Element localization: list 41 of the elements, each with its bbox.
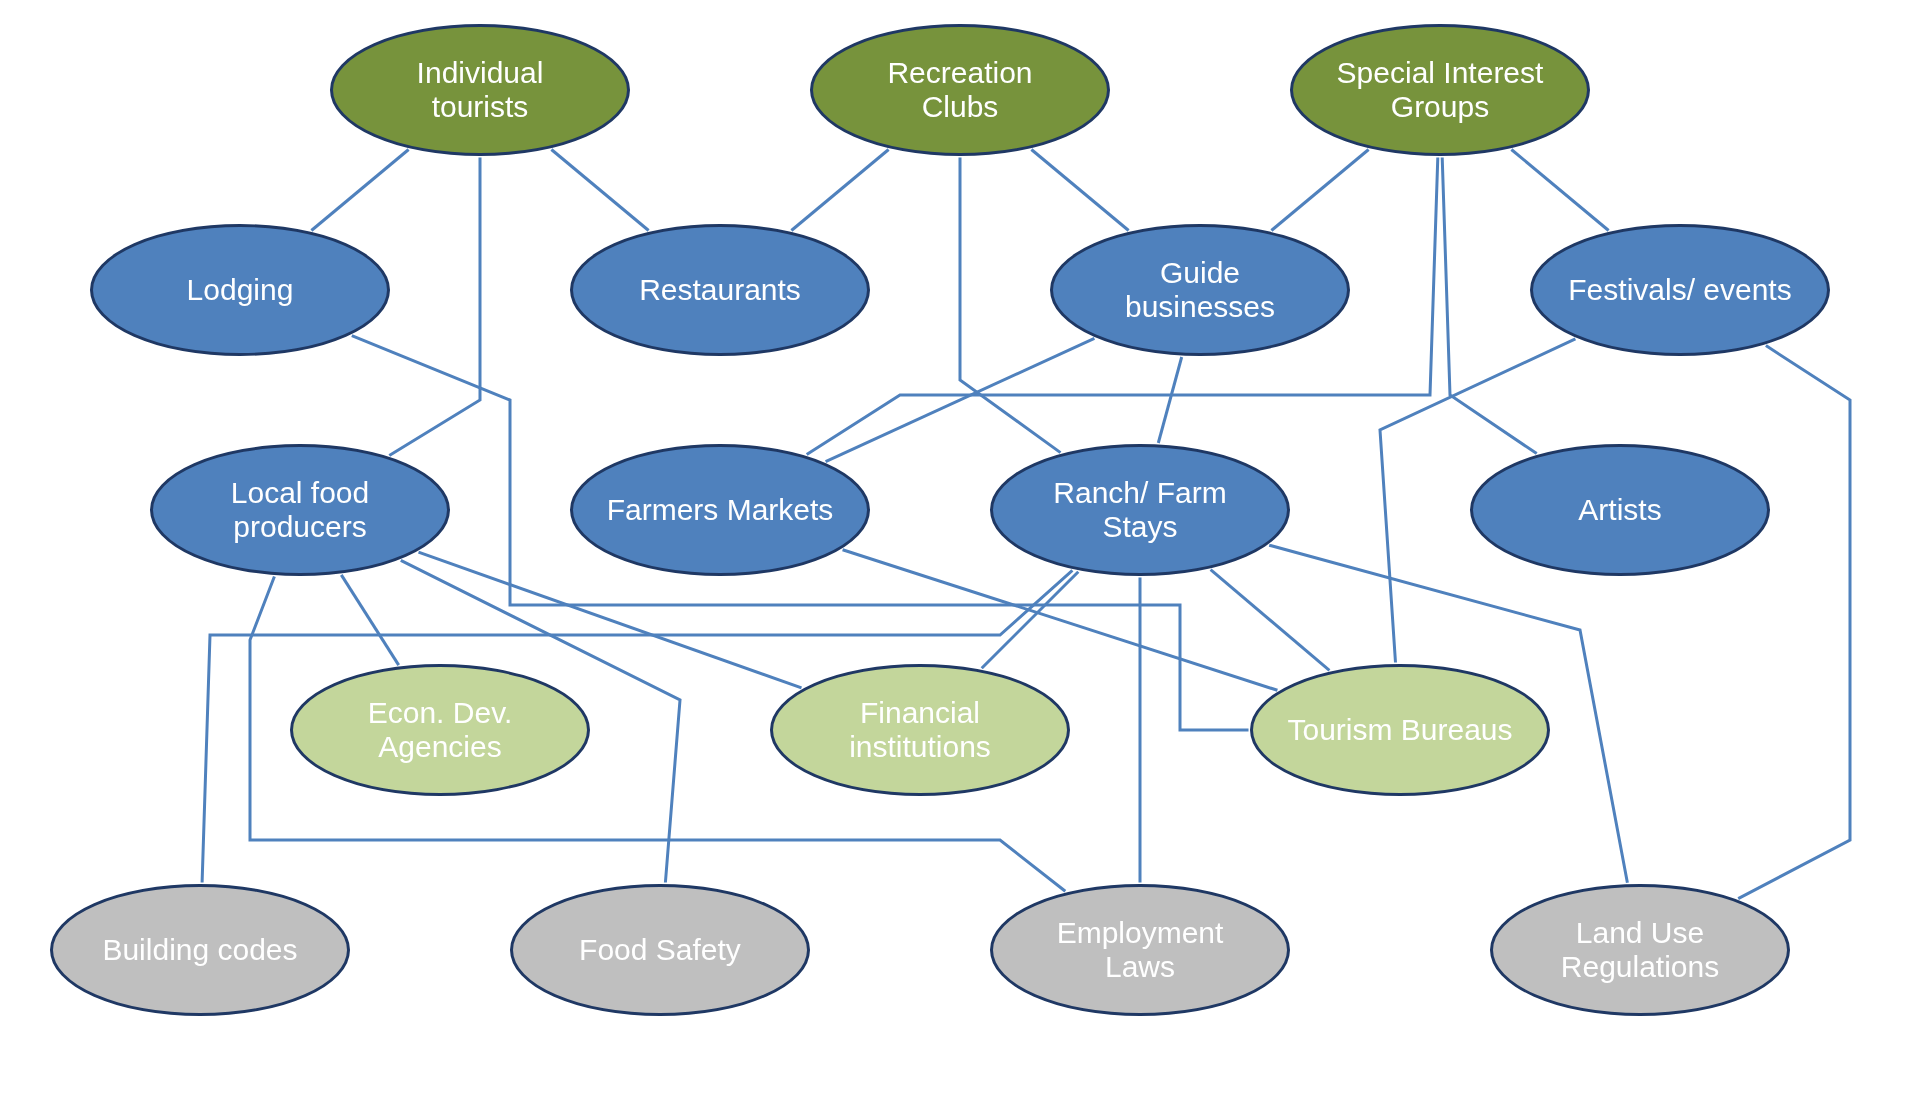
- connector-line: [310, 148, 410, 232]
- node-label: Festivals/ events: [1568, 273, 1792, 307]
- connector-line: [1378, 337, 1577, 663]
- connector-line: [1138, 577, 1142, 883]
- connector-line: [980, 570, 1080, 670]
- connector-line: [805, 157, 1440, 456]
- node-label: Financial institutions: [848, 696, 992, 764]
- node-label: Artists: [1578, 493, 1662, 527]
- connector-line: [1268, 543, 1629, 883]
- connector-line: [1030, 148, 1130, 232]
- connector-line: [1270, 148, 1370, 232]
- connector-line: [418, 550, 802, 690]
- connector-line: [1156, 356, 1184, 444]
- connector-line: [1440, 157, 1538, 455]
- node-label: Building codes: [102, 933, 298, 967]
- connector-line: [1737, 344, 1852, 900]
- connector-line: [1510, 148, 1610, 232]
- connector-line: [958, 157, 1062, 454]
- node-label: Employment Laws: [1055, 916, 1225, 984]
- connector-line: [550, 148, 650, 232]
- connector-line: [824, 337, 1096, 463]
- node-label: Tourism Bureaus: [1287, 713, 1513, 747]
- node-label: Local food producers: [229, 476, 371, 544]
- node-label: Lodging: [186, 273, 294, 307]
- node-label: Food Safety: [579, 933, 741, 967]
- connector-line: [790, 148, 890, 232]
- node-label: Econ. Dev. Agencies: [366, 696, 514, 764]
- node-label: Farmers Markets: [606, 493, 834, 527]
- node-label: Ranch/ Farm Stays: [1052, 476, 1228, 544]
- connector-line: [340, 574, 400, 666]
- node-label: Land Use Regulations: [1559, 916, 1721, 984]
- connector-line: [388, 157, 482, 457]
- node-label: Special Interest Groups: [1335, 56, 1545, 124]
- connector-line: [842, 548, 1278, 692]
- node-label: Restaurants: [639, 273, 801, 307]
- connector-line: [351, 334, 1249, 732]
- node-label: Individual tourists: [415, 56, 545, 124]
- connector-line: [1209, 568, 1331, 672]
- node-label: Guide businesses: [1123, 256, 1277, 324]
- connector-line: [400, 559, 682, 883]
- node-label: Recreation Clubs: [886, 56, 1034, 124]
